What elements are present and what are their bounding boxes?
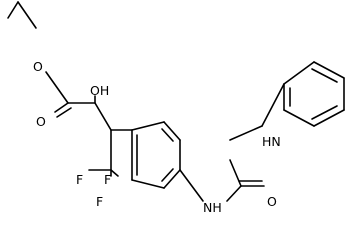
phenyl-ring (229, 61, 345, 141)
ester-oxygen-label: O (33, 59, 43, 74)
urea-oxygen-label: O (267, 194, 277, 209)
ester-group (45, 71, 96, 118)
fluorine-1-label: F (76, 172, 83, 187)
molecule-structure: O O OH F F F HN NH O (7, 1, 345, 215)
aryl-nh-label: NH (203, 200, 222, 215)
phenyl-nh-label: HN (262, 134, 281, 149)
ethyl-group (7, 1, 37, 29)
urea-linkage (179, 159, 265, 202)
trifluoromethyl-group (88, 169, 119, 177)
hydroxyl-label: OH (90, 83, 109, 98)
carbonyl-oxygen-label: O (36, 114, 46, 129)
quaternary-center (94, 95, 133, 171)
structure-canvas: O O OH F F F HN NH O (7, 1, 345, 215)
fluorine-3-label: F (96, 194, 103, 209)
phenylene-ring (131, 121, 181, 189)
fluorine-2-label: F (104, 172, 111, 187)
